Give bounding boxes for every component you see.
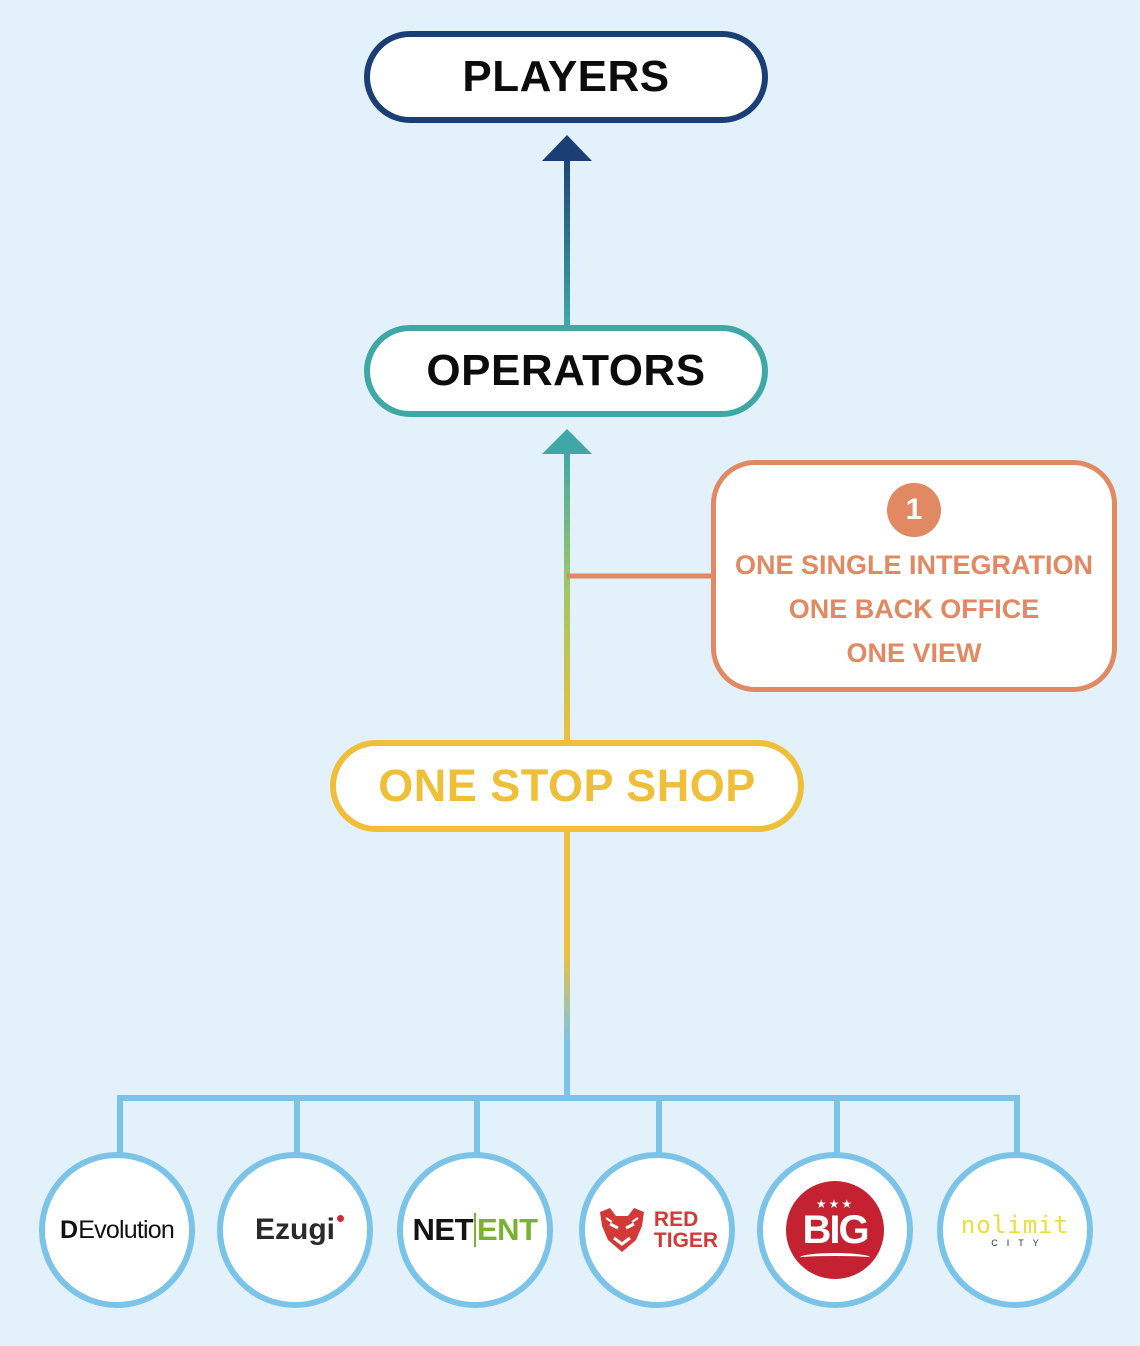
wave-icon bbox=[800, 1253, 870, 1262]
city-text: CITY bbox=[991, 1238, 1048, 1248]
integration-callout: 1 ONE SINGLE INTEGRATION ONE BACK OFFICE… bbox=[711, 460, 1117, 692]
netent-logo: NET ENT bbox=[413, 1212, 538, 1248]
netent-text-ent: ENT bbox=[477, 1212, 538, 1247]
operators-node: OPERATORS bbox=[364, 325, 768, 417]
evolution-text: Evolution bbox=[78, 1215, 174, 1244]
callout-line-integration: ONE SINGLE INTEGRATION bbox=[734, 550, 1093, 580]
ezugi-dot-icon bbox=[337, 1215, 344, 1222]
netent-text-net: NET bbox=[412, 1212, 474, 1247]
one-stop-shop-node: ONE STOP SHOP bbox=[330, 740, 804, 832]
red-tiger-wordmark: RED TIGER bbox=[654, 1209, 718, 1251]
nolimit-city-logo: nolimit CITY bbox=[961, 1212, 1069, 1248]
callout-line-back-office: ONE BACK OFFICE bbox=[788, 594, 1040, 624]
callout-line-view: ONE VIEW bbox=[846, 638, 982, 668]
netent-divider bbox=[474, 1213, 476, 1247]
red-tiger-logo: RED TIGER bbox=[596, 1206, 718, 1254]
tiger-head-icon bbox=[599, 1208, 644, 1252]
nolimit-text: nolimit bbox=[960, 1211, 1070, 1239]
provider-red-tiger: RED TIGER bbox=[579, 1152, 735, 1308]
ezugi-logo: Ezugi bbox=[255, 1213, 344, 1247]
big-text: BIG bbox=[802, 1208, 869, 1252]
provider-nolimit-city: nolimit CITY bbox=[937, 1152, 1093, 1308]
arrow-to-players bbox=[542, 135, 592, 161]
red-tiger-text-1: RED bbox=[653, 1208, 699, 1231]
red-tiger-text-2: TIGER bbox=[653, 1229, 719, 1252]
provider-ezugi: Ezugi bbox=[217, 1152, 373, 1308]
big-logo: ★★★ BIG bbox=[786, 1181, 884, 1279]
provider-netent: NET ENT bbox=[397, 1152, 553, 1308]
callout-number-badge: 1 bbox=[887, 483, 941, 537]
arrow-to-operators bbox=[542, 429, 592, 454]
evolution-mark-icon: D bbox=[60, 1215, 78, 1244]
provider-big: ★★★ BIG bbox=[757, 1152, 913, 1308]
ezugi-text: Ezugi bbox=[255, 1213, 335, 1246]
players-node: PLAYERS bbox=[364, 31, 768, 123]
stars-icon: ★★★ bbox=[815, 1197, 855, 1211]
